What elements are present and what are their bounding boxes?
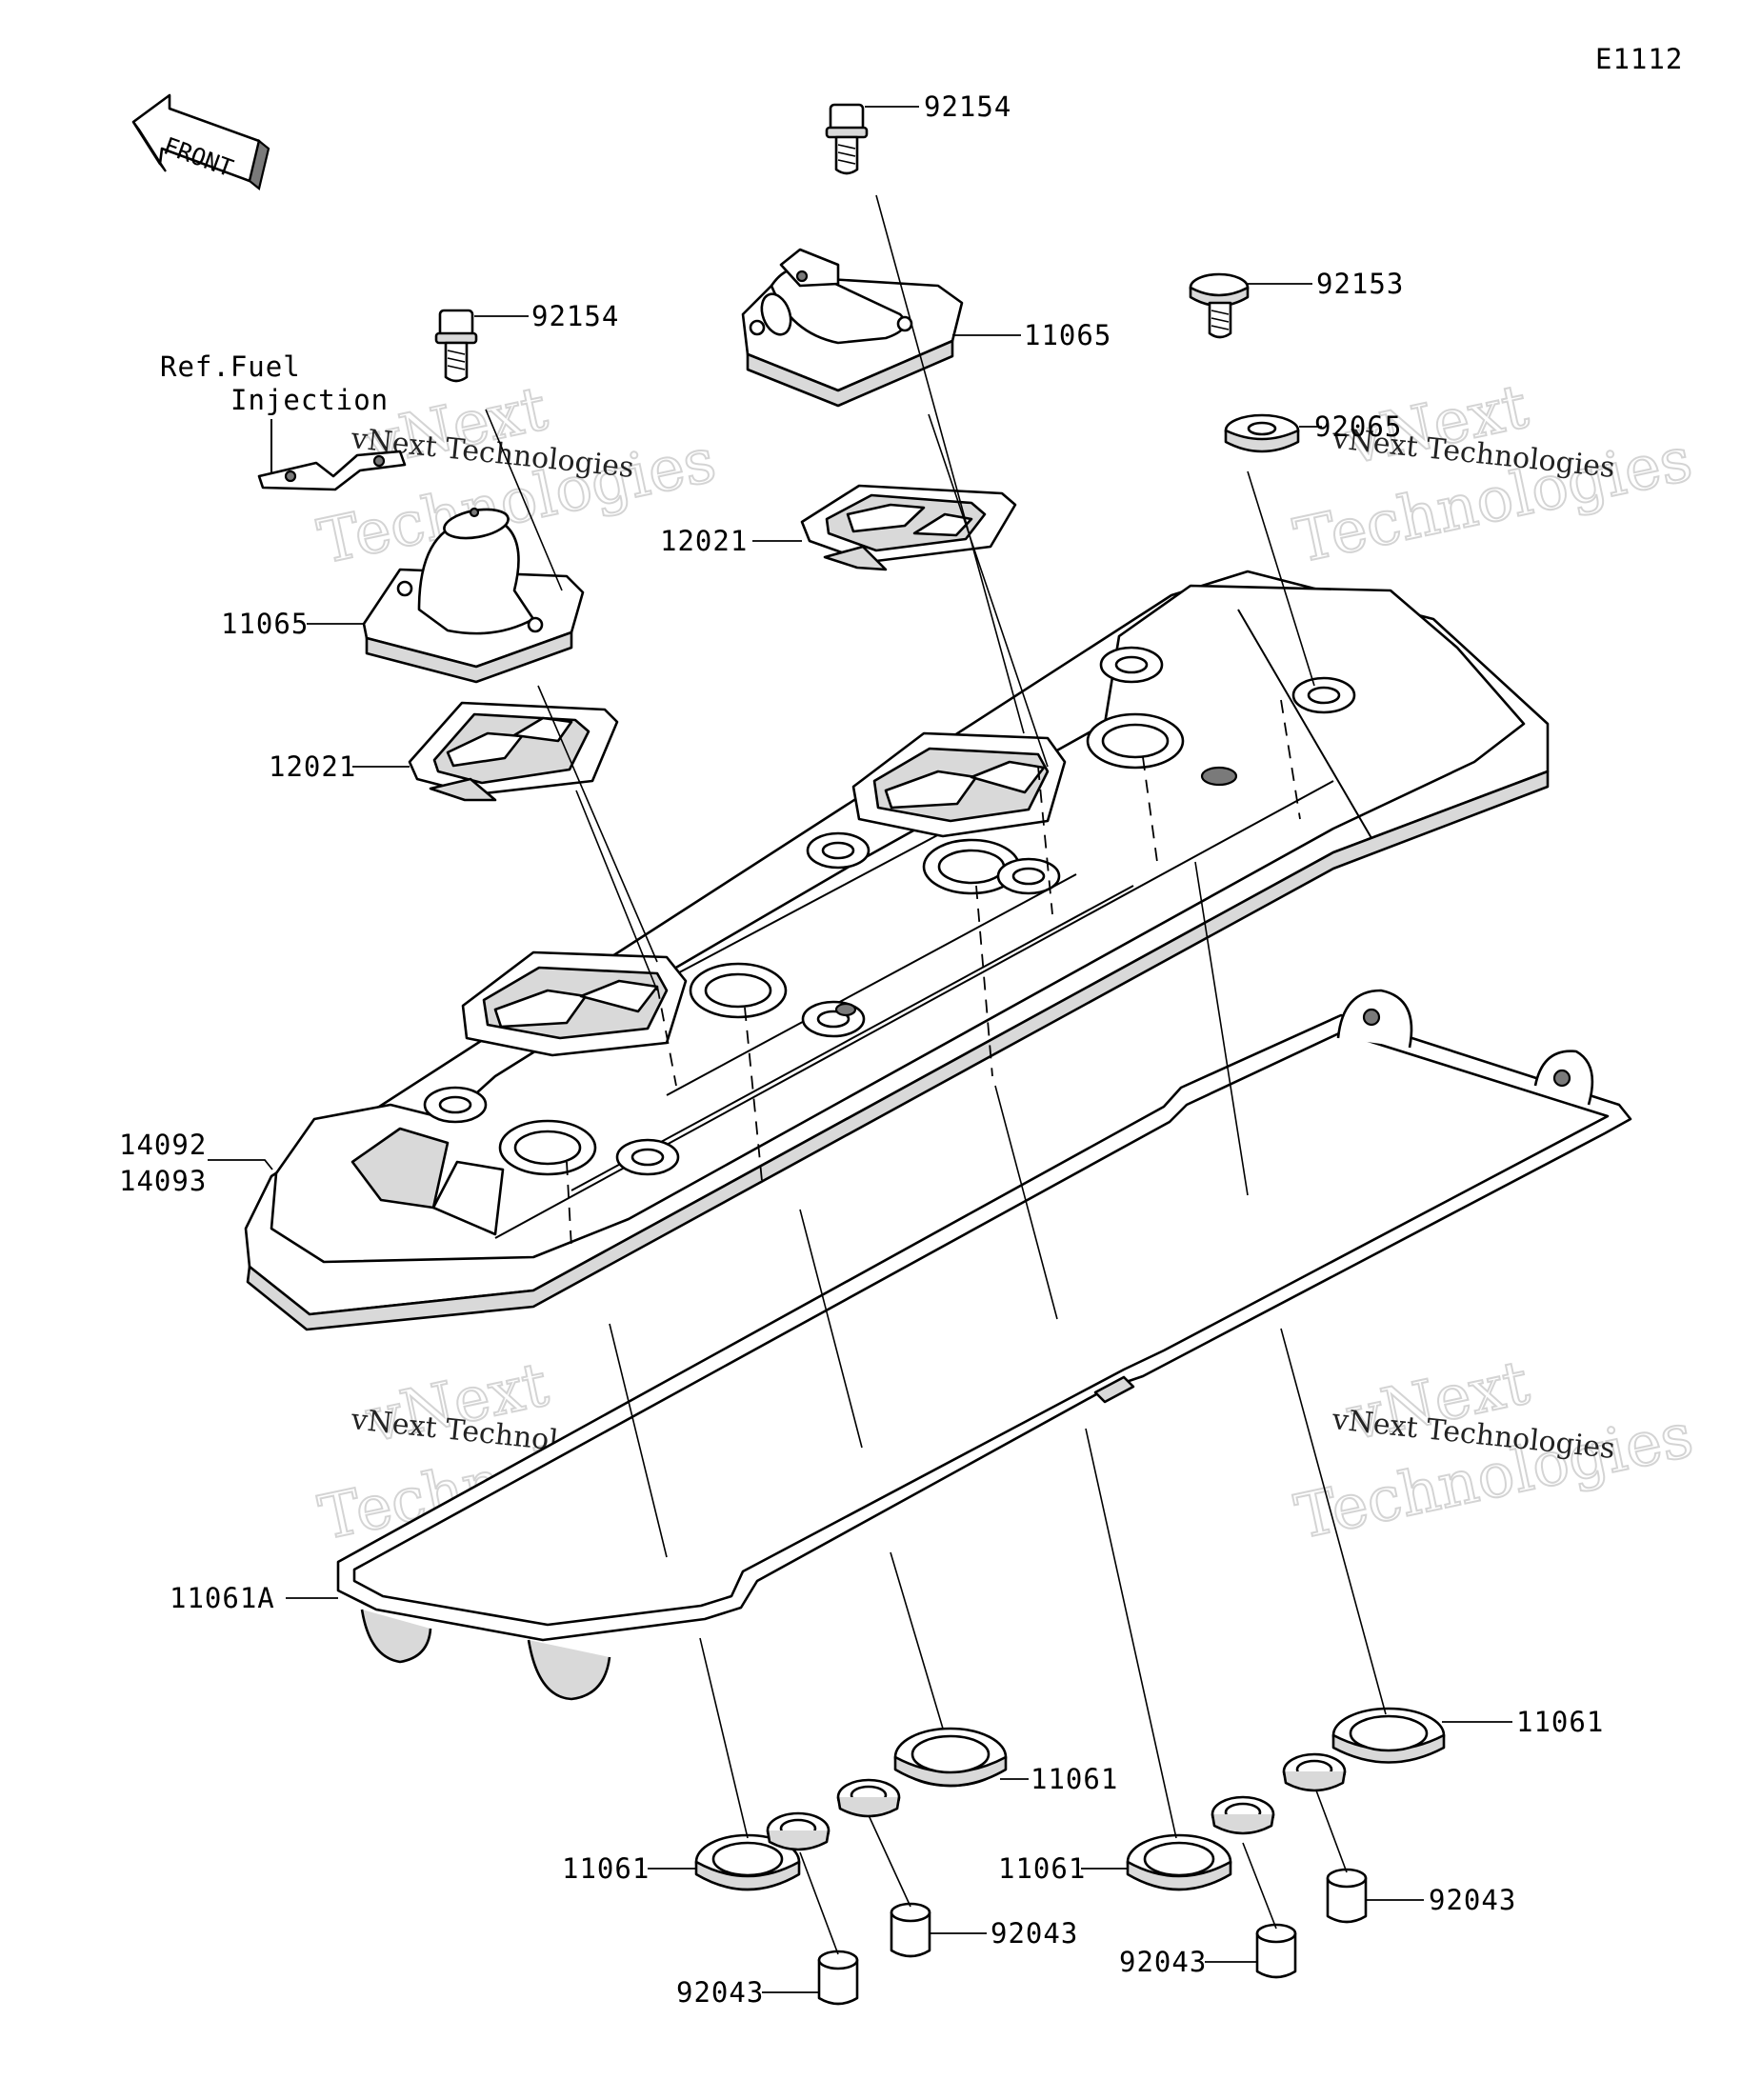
cover-breather-port-right	[851, 731, 1067, 838]
callout-cover-left: 11065	[221, 608, 309, 640]
callout-seal-3: 11061	[998, 1852, 1086, 1885]
callout-gasket-left: 12021	[269, 750, 356, 783]
callout-bolt-right: 92153	[1316, 268, 1404, 300]
plug-seal-2	[893, 1727, 1008, 1788]
plug-seal-2b	[836, 1778, 901, 1818]
cover-breather-port-left	[461, 950, 688, 1057]
collar-1	[817, 1950, 859, 2006]
callout-collar-2: 92043	[991, 1917, 1078, 1950]
callout-gasket-main: 11061A	[170, 1582, 275, 1614]
plug-seal-3b	[1211, 1795, 1275, 1835]
bolt-top	[825, 103, 869, 175]
callout-collar-3: 92043	[1119, 1946, 1207, 1978]
callout-bolt-left: 92154	[531, 300, 619, 332]
callout-collar-4: 92043	[1429, 1884, 1516, 1916]
collar-3	[1255, 1923, 1297, 1979]
plug-seal-1	[694, 1833, 801, 1891]
breather-cover-top	[741, 248, 964, 408]
ref-note-line1: Ref.Fuel	[160, 350, 301, 383]
callout-bolt-top: 92154	[924, 90, 1011, 123]
breather-cover-left	[362, 507, 585, 684]
bolt-right	[1189, 272, 1250, 339]
bolt-left	[434, 309, 478, 383]
fuel-injection-bracket	[257, 419, 407, 491]
head-cover-gasket	[336, 989, 1632, 1701]
plug-seal-1b	[766, 1811, 830, 1851]
ref-note-line2: Injection	[230, 384, 389, 416]
callout-head-cover-a: 14092	[119, 1129, 207, 1161]
assembly-lines	[485, 194, 1387, 1955]
callout-seal-1: 11061	[562, 1852, 650, 1885]
washer-right	[1224, 413, 1300, 453]
callout-collar-1: 92043	[676, 1976, 764, 2009]
cylinder-head-cover	[244, 570, 1550, 1331]
plug-seal-4	[1331, 1707, 1446, 1764]
collar-2	[890, 1902, 931, 1958]
front-arrow-icon: FRONT	[131, 93, 270, 190]
callout-seal-2: 11061	[1031, 1763, 1118, 1795]
plug-seal-3	[1126, 1833, 1232, 1891]
diagram-code: E1112	[1595, 43, 1683, 75]
callout-cover-top: 11065	[1024, 319, 1111, 351]
breather-gasket-top	[800, 484, 1017, 571]
breather-gasket-left	[408, 701, 619, 802]
callout-gasket-top: 12021	[660, 525, 748, 557]
plug-seal-4b	[1282, 1752, 1347, 1792]
collar-4	[1326, 1868, 1368, 1924]
callout-washer-right: 92065	[1314, 410, 1402, 443]
callout-head-cover-b: 14093	[119, 1165, 207, 1197]
callout-seal-4: 11061	[1516, 1706, 1604, 1738]
